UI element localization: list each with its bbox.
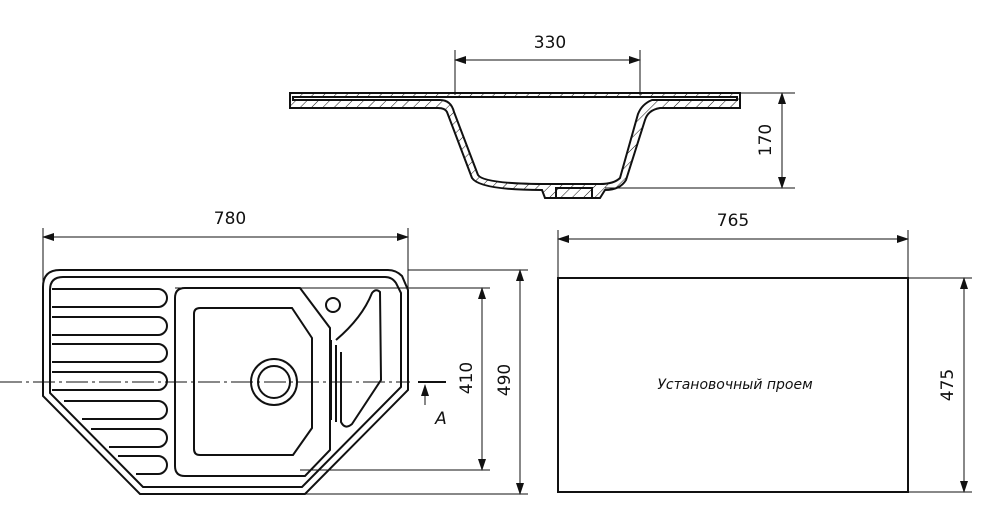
- drainboard-ribs: [52, 288, 168, 475]
- faucet-hole: [325, 297, 341, 313]
- dimension-410: 410: [457, 362, 477, 394]
- sink-plan-view: 780 A 410 490: [0, 209, 528, 495]
- cutout-view: 765 475 Установочный проем: [557, 211, 972, 493]
- dimension-780: 780: [214, 209, 246, 229]
- dimension-475: 475: [938, 369, 958, 401]
- cutout-rectangle: [557, 277, 909, 493]
- bowl-outer: [174, 287, 331, 477]
- cutout-label: Установочный проем: [657, 377, 813, 393]
- dimension-490: 490: [495, 364, 515, 396]
- dimension-330: 330: [534, 33, 566, 53]
- bowl-inner: [193, 307, 313, 456]
- section-profile: 330 170: [289, 33, 795, 199]
- dimension-170: 170: [756, 124, 776, 156]
- section-mark-a: A: [434, 409, 447, 429]
- dimension-765: 765: [717, 211, 749, 231]
